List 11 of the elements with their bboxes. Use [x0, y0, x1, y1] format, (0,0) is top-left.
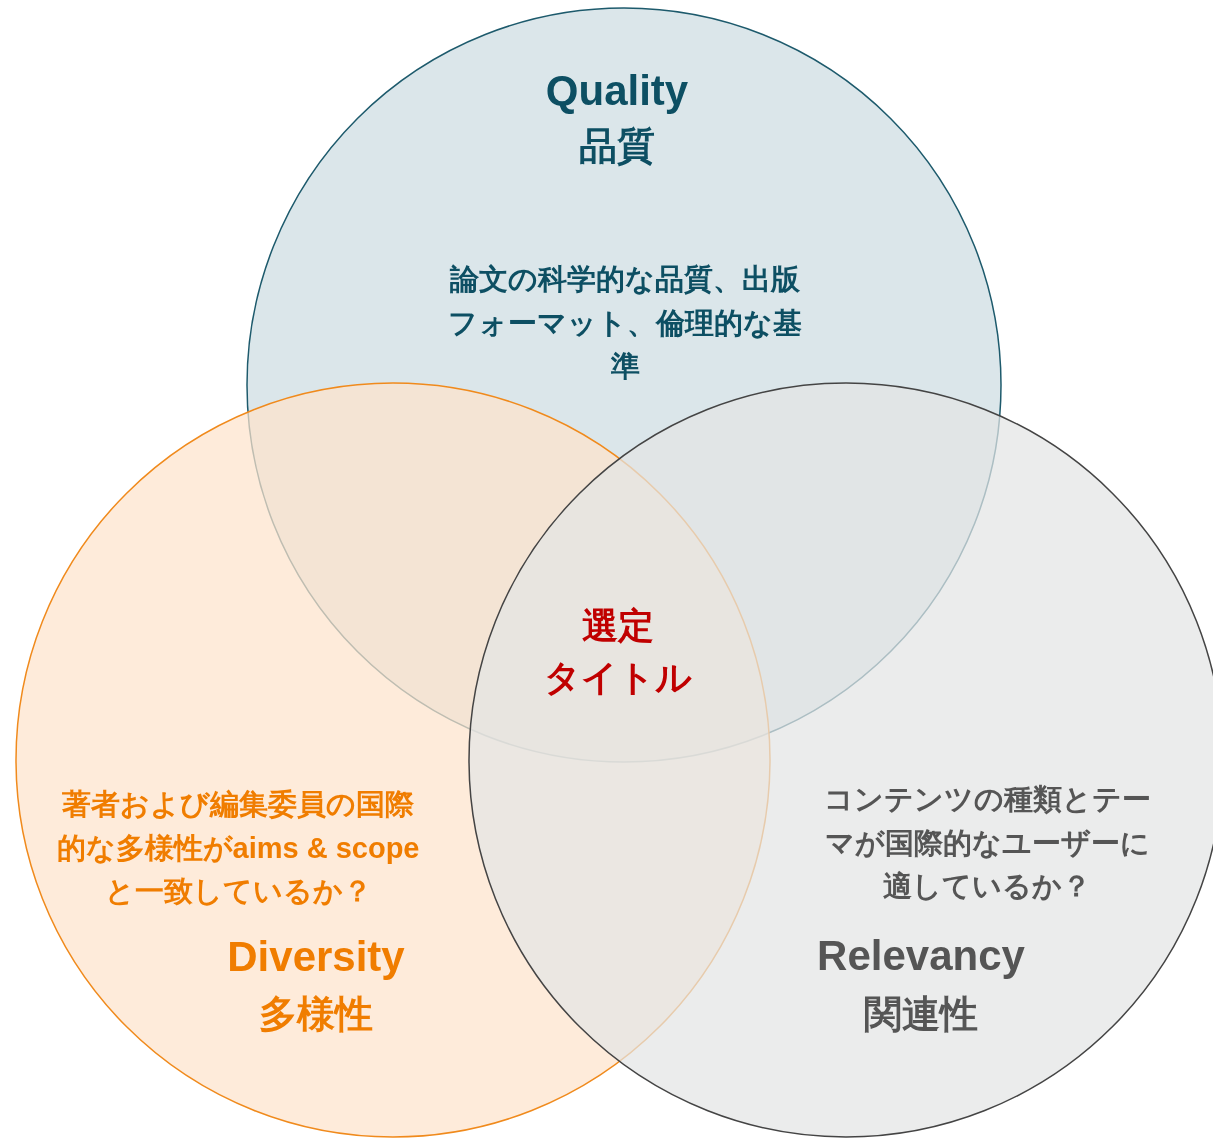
center-label: タイトル: [543, 656, 693, 700]
circle-title: 関連性: [863, 991, 979, 1037]
circle-title: 品質: [578, 123, 656, 169]
circle-description: 論文の科学的な品質、出版フォーマット、倫理的な基準: [447, 262, 803, 385]
center-label: 選定: [581, 604, 655, 648]
circle-description: 著者および編集委員の国際的な多様性がaims & scopeと一致しているか？: [55, 787, 421, 910]
circle-title: Quality: [544, 65, 690, 116]
circle-title: Diversity: [226, 931, 406, 982]
circle-title: Relevancy: [816, 930, 1026, 981]
circle-title: 多様性: [258, 991, 374, 1037]
circle-description: コンテンツの種類とテーマが国際的なユーザーに適しているか？: [822, 782, 1152, 905]
